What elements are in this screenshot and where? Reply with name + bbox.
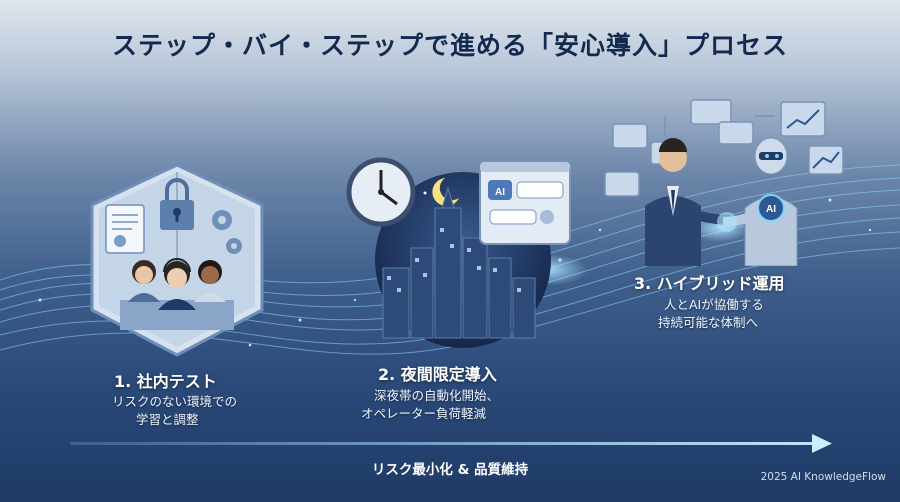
page-title: ステップ・バイ・ステップで進める「安心導入」プロセス <box>111 31 788 60</box>
step1-label: 1. 社内テスト <box>114 372 217 391</box>
step3-desc-line2: 持続可能な体制へ <box>658 315 759 330</box>
step2-label: 2. 夜間限定導入 <box>378 365 497 384</box>
credit-text: 2025 AI KnowledgeFlow <box>760 471 886 483</box>
city-buildings-icon <box>382 186 536 339</box>
step3-label: 3. ハイブリッド運用 <box>634 274 785 293</box>
moon-icon <box>432 178 459 206</box>
step3-desc-line1: 人とAIが協働する <box>664 297 764 312</box>
arrow-head-icon <box>812 434 832 453</box>
document-icon <box>105 204 145 254</box>
step2-desc-line1: 深夜帯の自動化開始、 <box>374 388 500 403</box>
lock-icon <box>160 178 194 230</box>
ai-bubble-text: AI <box>495 187 505 198</box>
gear-icon <box>212 210 242 254</box>
step1-illustration <box>90 163 264 357</box>
clock-icon <box>346 157 416 227</box>
step2-desc-line2: オペレーター負荷軽減 <box>361 406 487 421</box>
handshake-glow <box>717 212 737 232</box>
ai-chat-window-icon <box>479 161 571 245</box>
analytics-chart-icon <box>780 101 844 175</box>
progress-arrow <box>70 434 832 453</box>
operator-person-icon <box>645 138 732 266</box>
team-members-icon <box>120 258 234 330</box>
bottom-caption: リスク最小化 & 品質維持 <box>371 462 529 478</box>
step2-illustration: AI <box>346 157 571 348</box>
robot-chest-text: AI <box>766 204 776 215</box>
step1-desc-line2: 学習と調整 <box>136 412 199 427</box>
ai-robot-icon <box>722 137 798 266</box>
step1-desc-line1: リスクのない環境での <box>112 394 238 409</box>
step3-illustration: AI <box>604 99 844 266</box>
